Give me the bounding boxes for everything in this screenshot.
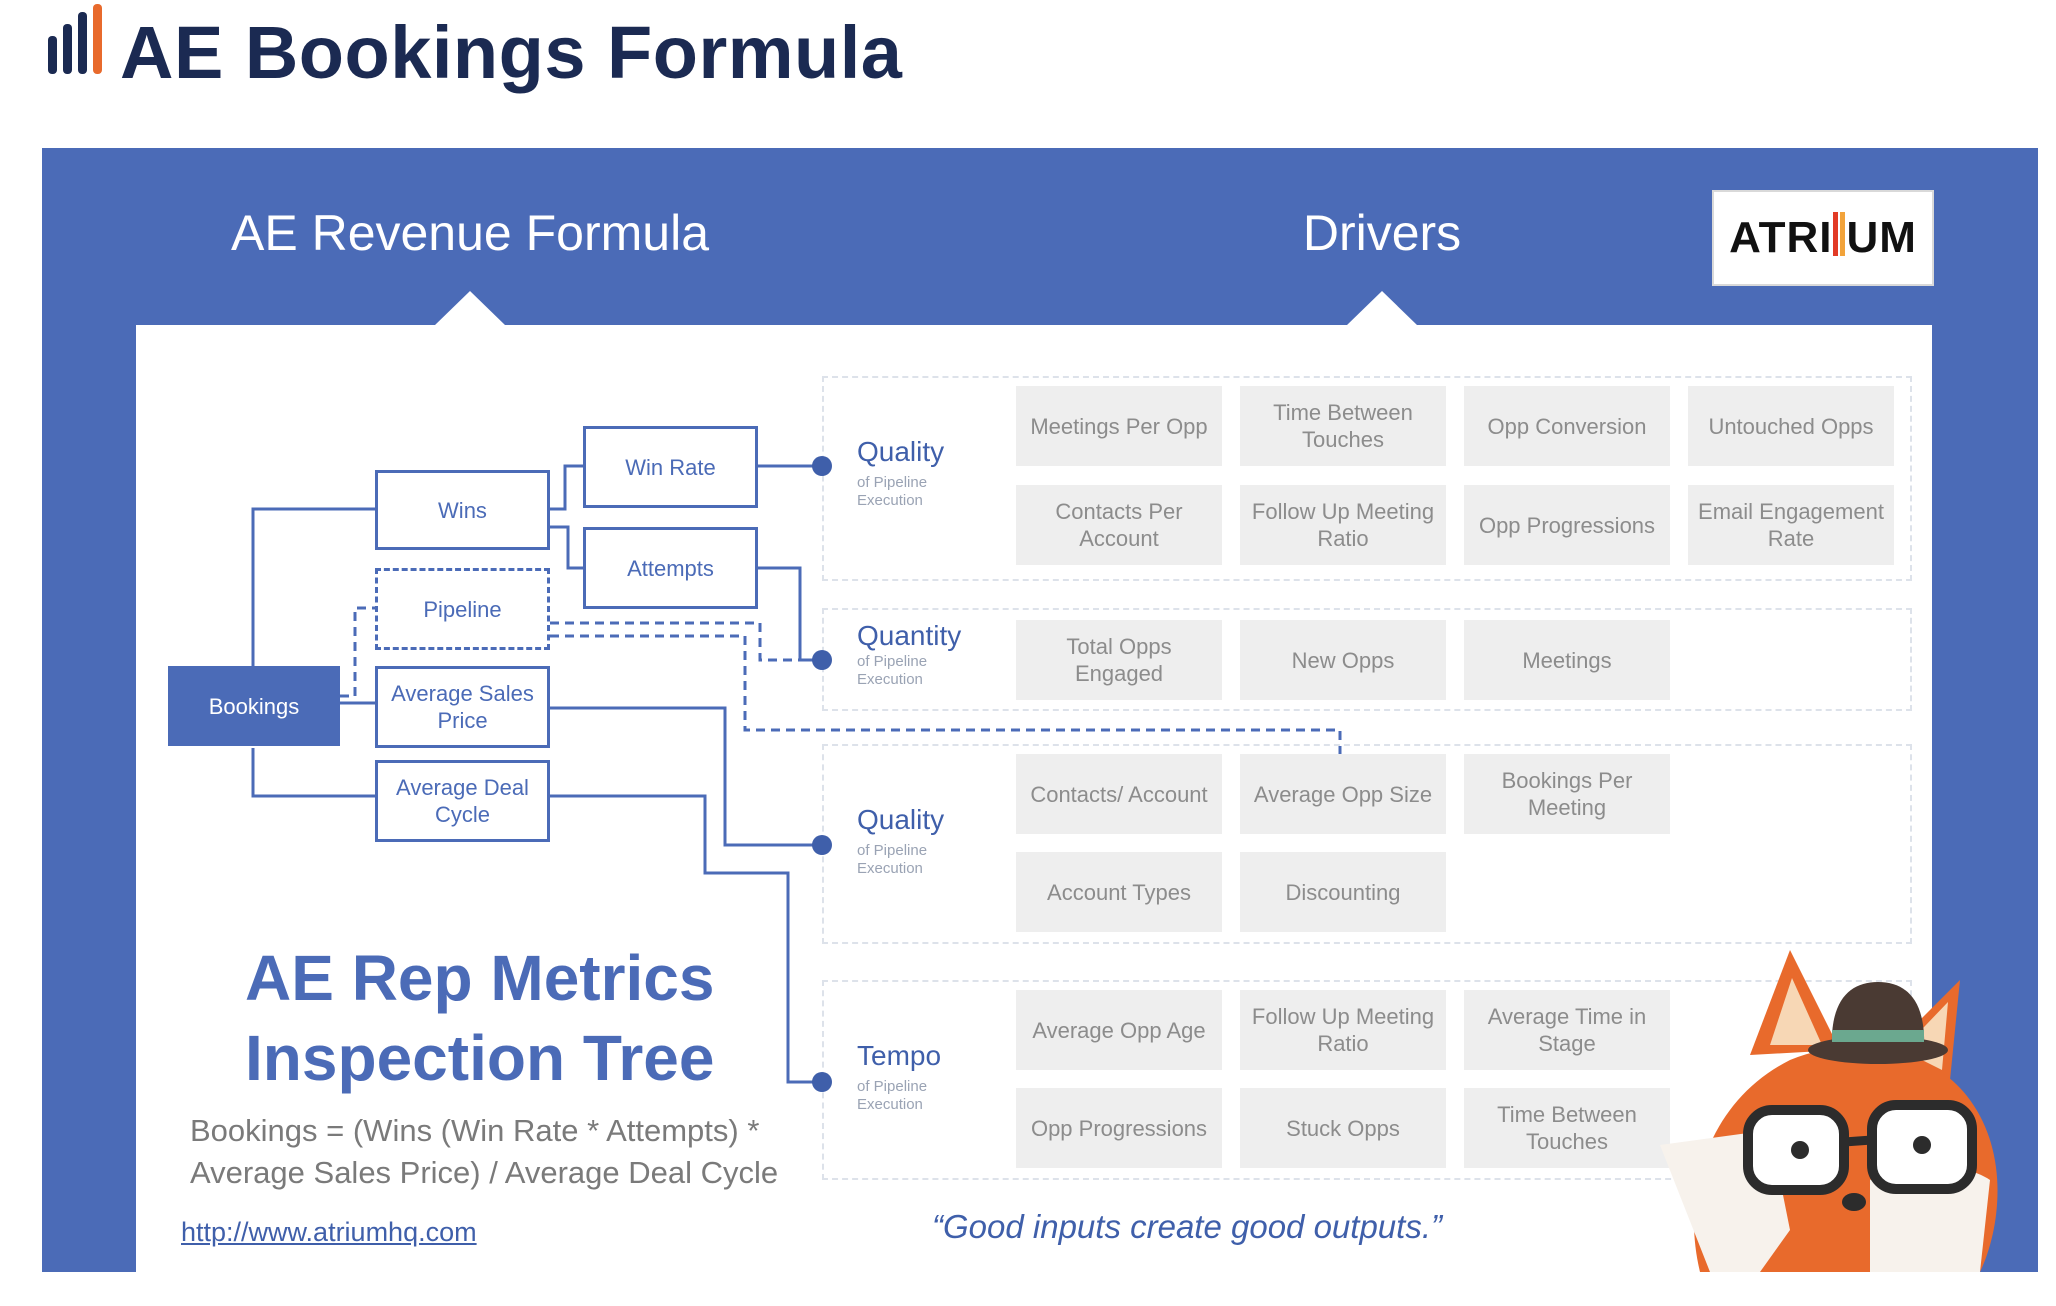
connector-dot xyxy=(812,835,832,855)
title-line-2: Inspection Tree xyxy=(245,1022,715,1094)
right-heading-pointer xyxy=(1346,291,1418,326)
driver-box: Contacts Per Account xyxy=(1016,485,1222,565)
driver-box: Opp Progressions xyxy=(1016,1088,1222,1168)
driver-box: Email Engagement Rate xyxy=(1688,485,1894,565)
fox-mascot-icon xyxy=(1660,950,1998,1272)
page-title: AE Bookings Formula xyxy=(120,11,903,94)
group-label-tempo: Tempo xyxy=(857,1040,942,1071)
quality-group-1 xyxy=(822,376,1912,581)
driver-box: Opp Conversion xyxy=(1464,386,1670,466)
connector-dot xyxy=(812,456,832,476)
group-sub-quantity: of Pipeline Execution xyxy=(857,653,928,688)
driver-box: Average Opp Size xyxy=(1240,754,1446,834)
left-heading-pointer xyxy=(434,291,506,326)
bar-chart-icon xyxy=(48,4,102,74)
connector-dot xyxy=(812,1072,832,1092)
driver-box: Follow Up Meeting Ratio xyxy=(1240,990,1446,1070)
attempts-node: Attempts xyxy=(583,527,758,609)
bookings-node: Bookings xyxy=(168,666,340,746)
group-sub-quality-2: of Pipeline Execution xyxy=(857,842,928,877)
driver-box: Contacts/ Account xyxy=(1016,754,1222,834)
driver-box: New Opps xyxy=(1240,620,1446,700)
driver-box: Bookings Per Meeting xyxy=(1464,754,1670,834)
win-rate-node: Win Rate xyxy=(583,426,758,508)
bookings-formula: Bookings = (Wins (Win Rate * Attempts) *… xyxy=(190,1113,779,1190)
driver-box: Time Between Touches xyxy=(1240,386,1446,466)
driver-box: Average Time in Stage xyxy=(1464,990,1670,1070)
title-line-1: AE Rep Metrics xyxy=(245,942,715,1014)
driver-box: Total Opps Engaged xyxy=(1016,620,1222,700)
quote: “Good inputs create good outputs.” xyxy=(932,1208,1442,1245)
driver-box: Average Opp Age xyxy=(1016,990,1222,1070)
connector-dot xyxy=(812,650,832,670)
inspection-tree-title: AE Rep Metrics Inspection Tree xyxy=(245,938,865,1098)
atrium-link[interactable]: http://www.atriumhq.com xyxy=(181,1217,477,1247)
driver-box: Discounting xyxy=(1240,852,1446,932)
group-label-quality-2: Quality xyxy=(857,804,945,835)
group-sub-quality-1: of Pipeline Execution xyxy=(857,474,928,509)
driver-box: Untouched Opps xyxy=(1688,386,1894,466)
driver-box: Time Between Touches xyxy=(1464,1088,1670,1168)
group-sub-tempo: of Pipeline Execution xyxy=(857,1078,928,1113)
group-label-quality-1: Quality xyxy=(857,436,945,467)
driver-box: Meetings xyxy=(1464,620,1670,700)
driver-box: Follow Up Meeting Ratio xyxy=(1240,485,1446,565)
revenue-formula-heading: AE Revenue Formula xyxy=(230,205,710,261)
wins-node: Wins xyxy=(375,470,550,550)
driver-box: Opp Progressions xyxy=(1464,485,1670,565)
driver-box: Stuck Opps xyxy=(1240,1088,1446,1168)
driver-box: Meetings Per Opp xyxy=(1016,386,1222,466)
driver-box: Account Types xyxy=(1016,852,1222,932)
drivers-heading: Drivers xyxy=(1302,205,1462,261)
average-sales-price-node: Average Sales Price xyxy=(375,666,550,748)
average-deal-cycle-node: Average Deal Cycle xyxy=(375,760,550,842)
pipeline-node: Pipeline xyxy=(375,568,550,650)
group-label-quantity: Quantity xyxy=(857,620,962,651)
